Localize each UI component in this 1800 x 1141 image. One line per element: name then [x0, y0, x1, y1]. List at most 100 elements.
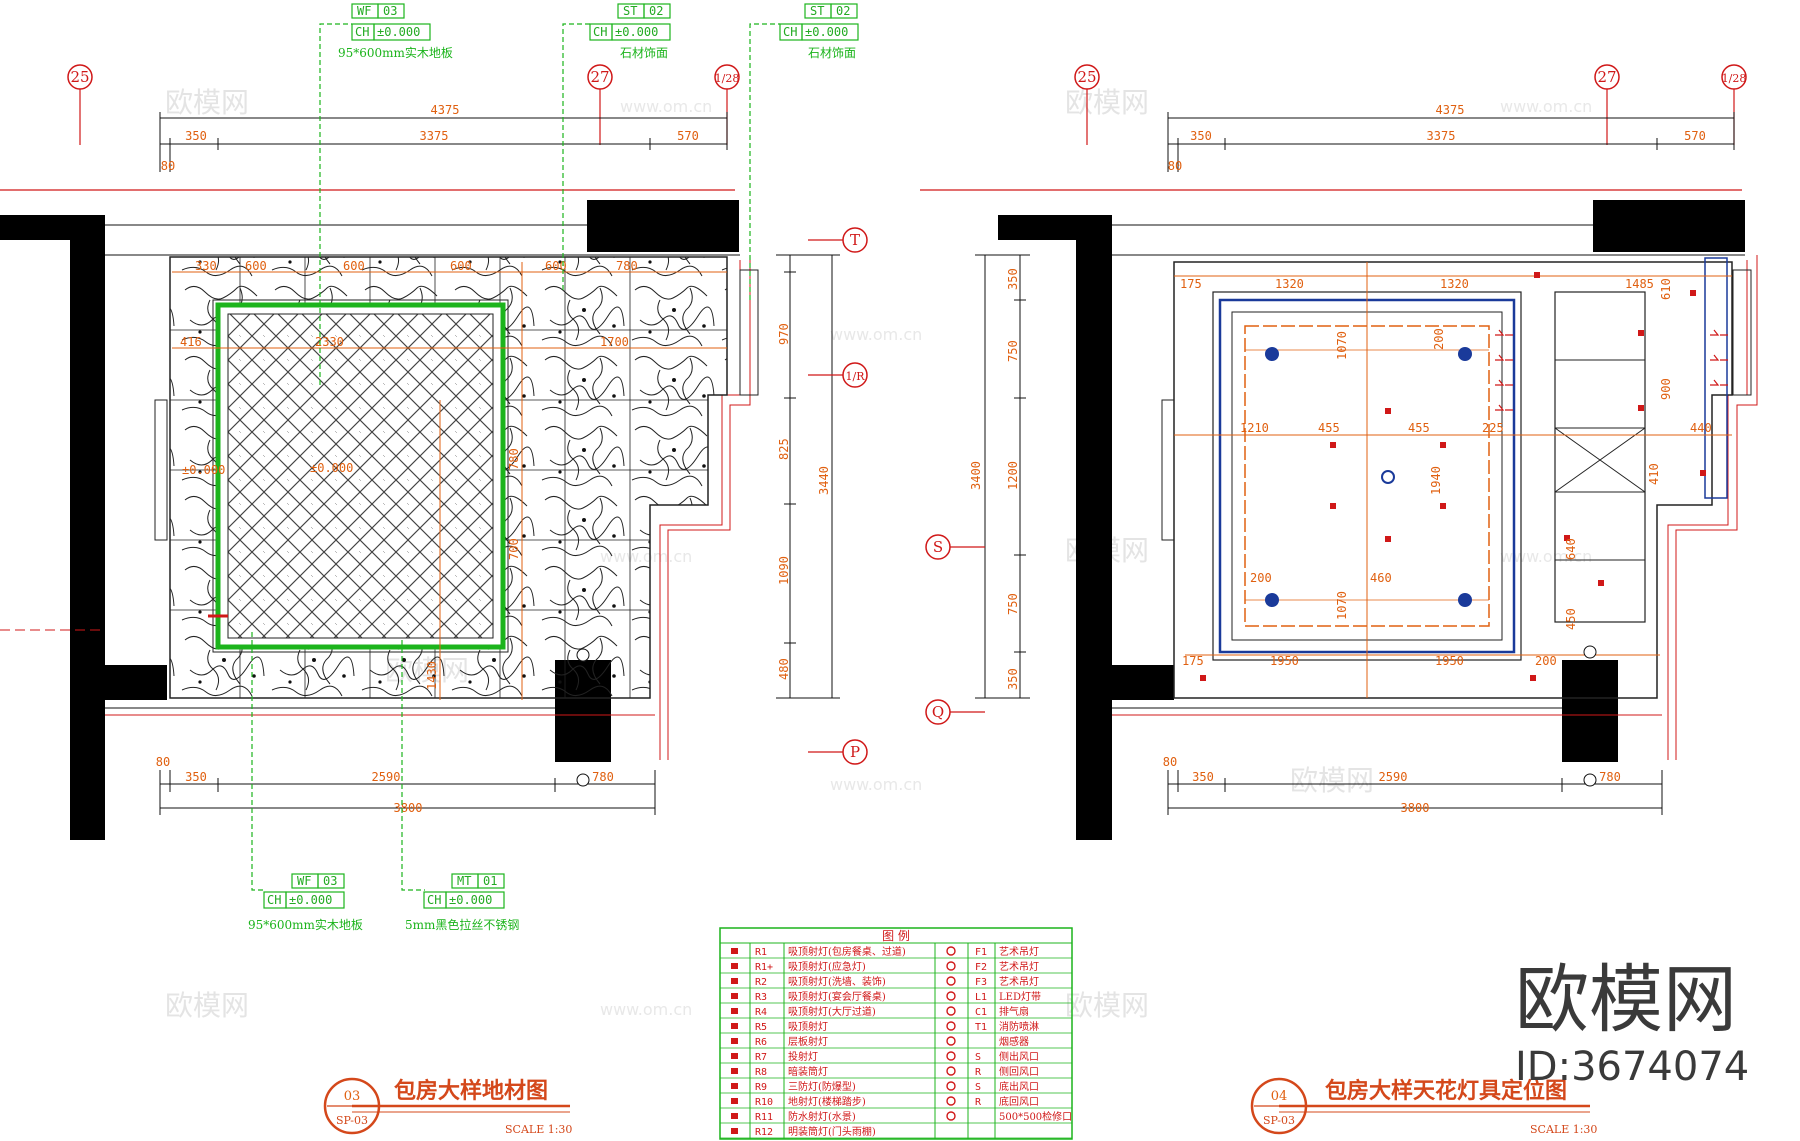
legend-symbol-icon: [946, 946, 956, 956]
legend-symbol-icon: [731, 993, 738, 999]
legend-label: 排气扇: [999, 1005, 1029, 1018]
tag-elev: ±0.000: [377, 25, 420, 39]
legend-symbol-icon: [731, 1053, 738, 1059]
legend-code: R1+: [755, 962, 773, 973]
tag-level: CH: [593, 25, 607, 39]
legend-code: R7: [755, 1052, 767, 1063]
legend-code: L1: [975, 992, 987, 1003]
dim: 350: [1006, 268, 1020, 290]
elevation-label: ±0.000: [182, 463, 225, 477]
inner-dim: 610: [1659, 278, 1673, 300]
axis-label: 1/28: [1722, 72, 1747, 85]
inner-dim: 780: [616, 259, 638, 273]
drawing-title: 包房大样地材图: [394, 1078, 548, 1104]
tag-code: ST: [623, 4, 637, 18]
inner-dim: 600: [450, 259, 472, 273]
dim: 2590: [1379, 770, 1408, 784]
legend-symbol-icon: [946, 961, 956, 971]
tag-elev: ±0.000: [615, 25, 658, 39]
drawing-number: 04: [1271, 1089, 1288, 1104]
dim: 3375: [1427, 129, 1456, 143]
legend-label: 吸顶射灯: [788, 1021, 828, 1033]
legend-label: 消防喷淋: [999, 1020, 1039, 1033]
dim-overall: 3400: [969, 461, 983, 490]
title-block-left: 03 SP-03 包房大样地材图 SCALE 1:30: [323, 1077, 572, 1136]
brand-watermark: 欧模网 ID:3674074: [1515, 957, 1749, 1090]
dim-overall: 4375: [1436, 103, 1465, 117]
elevation-label: ±0.000: [310, 461, 353, 475]
inner-dim: 330: [195, 259, 217, 273]
inner-dim: 1950: [1270, 654, 1299, 668]
inner-dim: 410: [1647, 463, 1661, 485]
legend-title: 图 例: [882, 929, 910, 943]
tag-desc: 石材饰面: [620, 46, 668, 60]
dim: 970: [777, 323, 791, 345]
legend-code: R3: [755, 992, 767, 1003]
legend-code: R10: [755, 1097, 773, 1108]
legend-label: 吸顶射灯(宴会厅餐桌): [788, 990, 886, 1003]
legend-symbol-icon: [731, 1083, 738, 1089]
axis-label: 25: [70, 68, 89, 86]
sheet-number: SP-03: [1263, 1114, 1295, 1127]
tag-code: WF: [297, 874, 311, 888]
dim: 350: [185, 129, 207, 143]
inner-dim: 780: [507, 448, 521, 470]
legend-label: 底出风口: [999, 1080, 1039, 1093]
tag-elev: ±0.000: [805, 25, 848, 39]
legend-code: F1: [975, 947, 987, 958]
tag-code: ST: [810, 4, 824, 18]
dim: 570: [677, 129, 699, 143]
tag-code: MT: [457, 874, 471, 888]
inner-dim: 600: [343, 259, 365, 273]
legend-label: 吸顶射灯(大厅过道): [788, 1005, 876, 1018]
axis-label: 25: [1077, 68, 1096, 86]
legend-symbol-icon: [946, 1006, 956, 1016]
legend-symbol-icon: [731, 963, 738, 969]
legend-symbol-icon: [731, 1128, 738, 1134]
legend-label: 艺术吊灯: [999, 946, 1039, 958]
dim: 1200: [1006, 461, 1020, 490]
legend-label: 明装筒灯(门头雨棚): [788, 1125, 876, 1138]
inner-dim: 440: [1690, 421, 1712, 435]
legend-label: 吸顶射灯(应急灯): [788, 960, 866, 973]
inner-dim: 700: [507, 538, 521, 560]
inner-dim: 175: [1180, 277, 1202, 291]
dim: 480: [777, 658, 791, 680]
axis-bubbles-top-right: 25 27 1/28: [1074, 64, 1747, 145]
dim-overall: 3800: [1401, 801, 1430, 815]
dim: 780: [592, 770, 614, 784]
drawing-number: 03: [344, 1089, 361, 1104]
axis-label: 27: [590, 68, 609, 86]
dimensions-right-left: 970 825 1090 480 3440: [776, 254, 840, 699]
inner-dimensions-right: 1320 1320 1485 175 610 900 440 1210 455 …: [1180, 277, 1712, 668]
inner-dim: 460: [1370, 571, 1392, 585]
drawing-scale: SCALE 1:30: [1530, 1123, 1597, 1136]
dim-overall: 4375: [431, 103, 460, 117]
legend-label: 层板射灯: [788, 1035, 828, 1048]
dim: 1090: [777, 556, 791, 585]
legend-code: F2: [975, 962, 987, 973]
legend-code: R4: [755, 1007, 767, 1018]
legend-symbol-icon: [731, 948, 738, 954]
legend-code: T1: [975, 1022, 987, 1033]
inner-dim: 1700: [600, 335, 629, 349]
axis-label: 1/R: [846, 370, 866, 383]
dimensions-bottom-right: 80 350 2590 780 3800: [1163, 645, 1663, 815]
inner-dim: 1070: [1335, 591, 1349, 620]
downlight-icon: [1200, 272, 1706, 681]
legend-code: R2: [755, 977, 767, 988]
inner-dim: 200: [1432, 328, 1446, 350]
inner-dim: 225: [1482, 421, 1504, 435]
tag-level: CH: [355, 25, 369, 39]
inner-dim: 200: [1250, 571, 1272, 585]
inner-dim: 450: [1564, 608, 1578, 630]
watermark-faint-1: 欧模网: [165, 86, 249, 119]
wood-floor-herringbone: [212, 299, 509, 653]
legend-code: R8: [755, 1067, 767, 1078]
legend-label: 地射灯(楼梯踏步): [788, 1095, 866, 1108]
axis-label: T: [850, 231, 860, 249]
material-tag-text-left: WF 03 CH ±0.000 95*600mm实木地板 ST 02 CH ±0…: [248, 4, 856, 932]
ceiling-layout: [1173, 257, 1733, 699]
axis-label: Q: [932, 703, 944, 721]
